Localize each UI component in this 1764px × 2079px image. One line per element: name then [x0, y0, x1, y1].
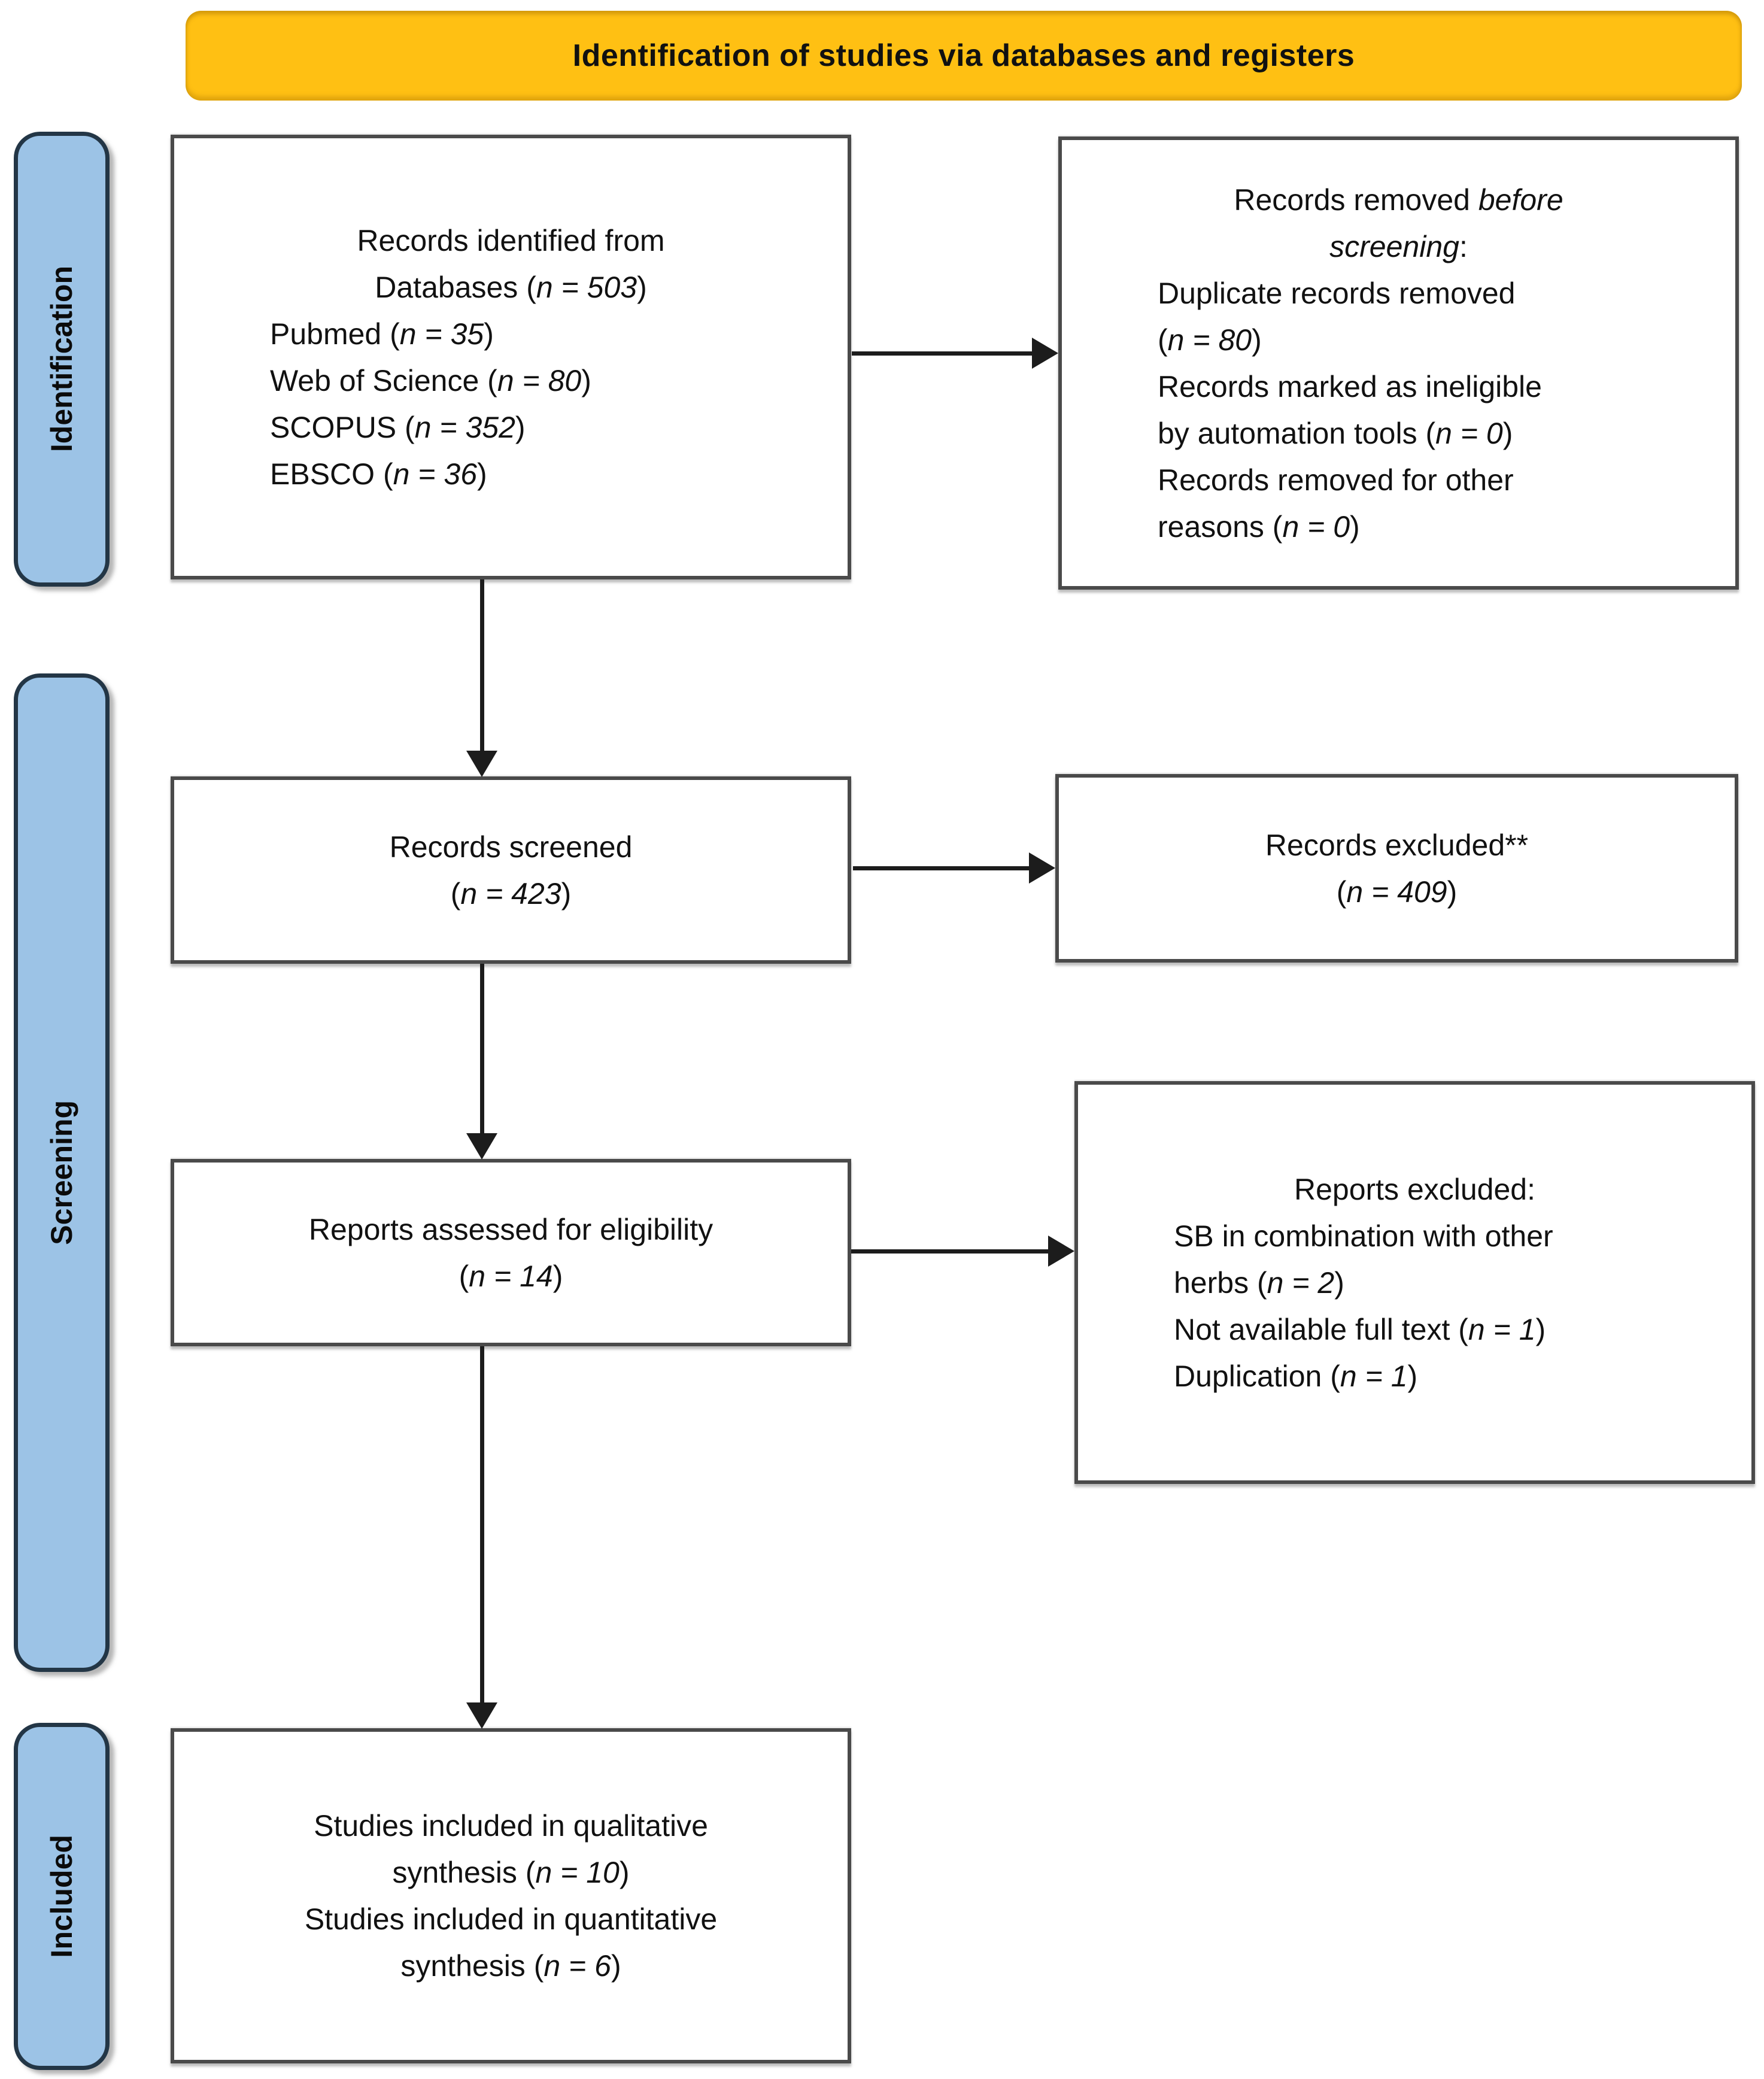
box-reports-excluded: Reports excluded: SB in combination with … — [1074, 1081, 1755, 1484]
text-line: Studies included in quantitative — [304, 1902, 718, 1936]
box-records-excluded: Records excluded** (n = 409) — [1055, 774, 1738, 963]
text-line: Records excluded** — [1265, 828, 1529, 862]
text-line: Records removed for other — [1158, 463, 1514, 497]
arrow-head-down-icon — [466, 751, 497, 777]
text-line: Duplication (n = 1) — [1174, 1359, 1418, 1393]
arrow-line — [851, 1249, 1049, 1254]
stage-label-included: Included — [14, 1723, 110, 2070]
box-reports-assessed: Reports assessed for eligibility (n = 14) — [171, 1159, 851, 1346]
arrow-line — [853, 866, 1030, 870]
text-line: synthesis (n = 6) — [400, 1949, 621, 1983]
arrow-assessed-to-reports-excluded — [851, 1236, 1074, 1267]
text-line: screening: — [1329, 229, 1468, 263]
text-line: Reports assessed for eligibility — [308, 1212, 714, 1246]
text-line: SB in combination with other — [1174, 1219, 1553, 1253]
text-line: (n = 423) — [450, 876, 572, 910]
arrow-head-down-icon — [466, 1133, 497, 1160]
stage-label-screening: Screening — [14, 673, 110, 1672]
text-line: Duplicate records removed — [1158, 276, 1516, 310]
arrow-head-down-icon — [466, 1702, 497, 1729]
arrow-line — [480, 1346, 484, 1704]
arrow-identified-to-screened — [466, 579, 497, 777]
stage-label-text: Identification — [45, 266, 78, 453]
arrow-line — [480, 579, 484, 752]
text-line: Records screened — [389, 830, 633, 864]
text-line: Records removed before — [1234, 183, 1563, 217]
text-line: Records identified from — [357, 223, 665, 257]
text-line: SCOPUS (n = 352) — [270, 410, 526, 444]
text-line: EBSCO (n = 36) — [270, 457, 487, 491]
arrow-line — [480, 964, 484, 1134]
arrow-identified-to-removed — [852, 338, 1058, 369]
stage-label-identification: Identification — [14, 132, 110, 587]
text-line: by automation tools (n = 0) — [1158, 416, 1513, 450]
box-records-screened: Records screened (n = 423) — [171, 776, 851, 964]
text-line: (n = 14) — [459, 1259, 563, 1293]
text-line: (n = 80) — [1158, 323, 1262, 357]
box-records-removed-before-screening: Records removed before screening: Duplicat… — [1058, 136, 1739, 590]
banner-title: Identification of studies via databases … — [572, 38, 1355, 73]
text-line: reasons (n = 0) — [1158, 509, 1360, 544]
text-line: synthesis (n = 10) — [392, 1856, 630, 1889]
arrow-assessed-to-included — [466, 1346, 497, 1729]
stage-label-text: Included — [45, 1835, 78, 1958]
arrow-head-right-icon — [1048, 1236, 1074, 1267]
arrow-line — [852, 351, 1033, 356]
arrow-head-right-icon — [1029, 852, 1055, 884]
text-line: (n = 409) — [1336, 875, 1458, 909]
text-line: Pubmed (n = 35) — [270, 317, 494, 351]
arrow-head-right-icon — [1032, 338, 1058, 369]
stage-label-text: Screening — [45, 1100, 78, 1245]
box-studies-included: Studies included in qualitative synthesis… — [171, 1728, 851, 2063]
text-line: Web of Science (n = 80) — [270, 363, 591, 397]
text-line: Studies included in qualitative — [314, 1809, 708, 1843]
banner: Identification of studies via databases … — [186, 11, 1742, 101]
text-line: Records marked as ineligible — [1158, 369, 1542, 403]
text-line: Not available full text (n = 1) — [1174, 1312, 1546, 1346]
text-line: Reports excluded: — [1294, 1172, 1535, 1206]
text-line: Databases (n = 503) — [375, 270, 647, 304]
text-line: herbs (n = 2) — [1174, 1265, 1344, 1300]
arrow-screened-to-records-excluded — [853, 852, 1055, 884]
arrow-screened-to-assessed — [466, 964, 497, 1160]
